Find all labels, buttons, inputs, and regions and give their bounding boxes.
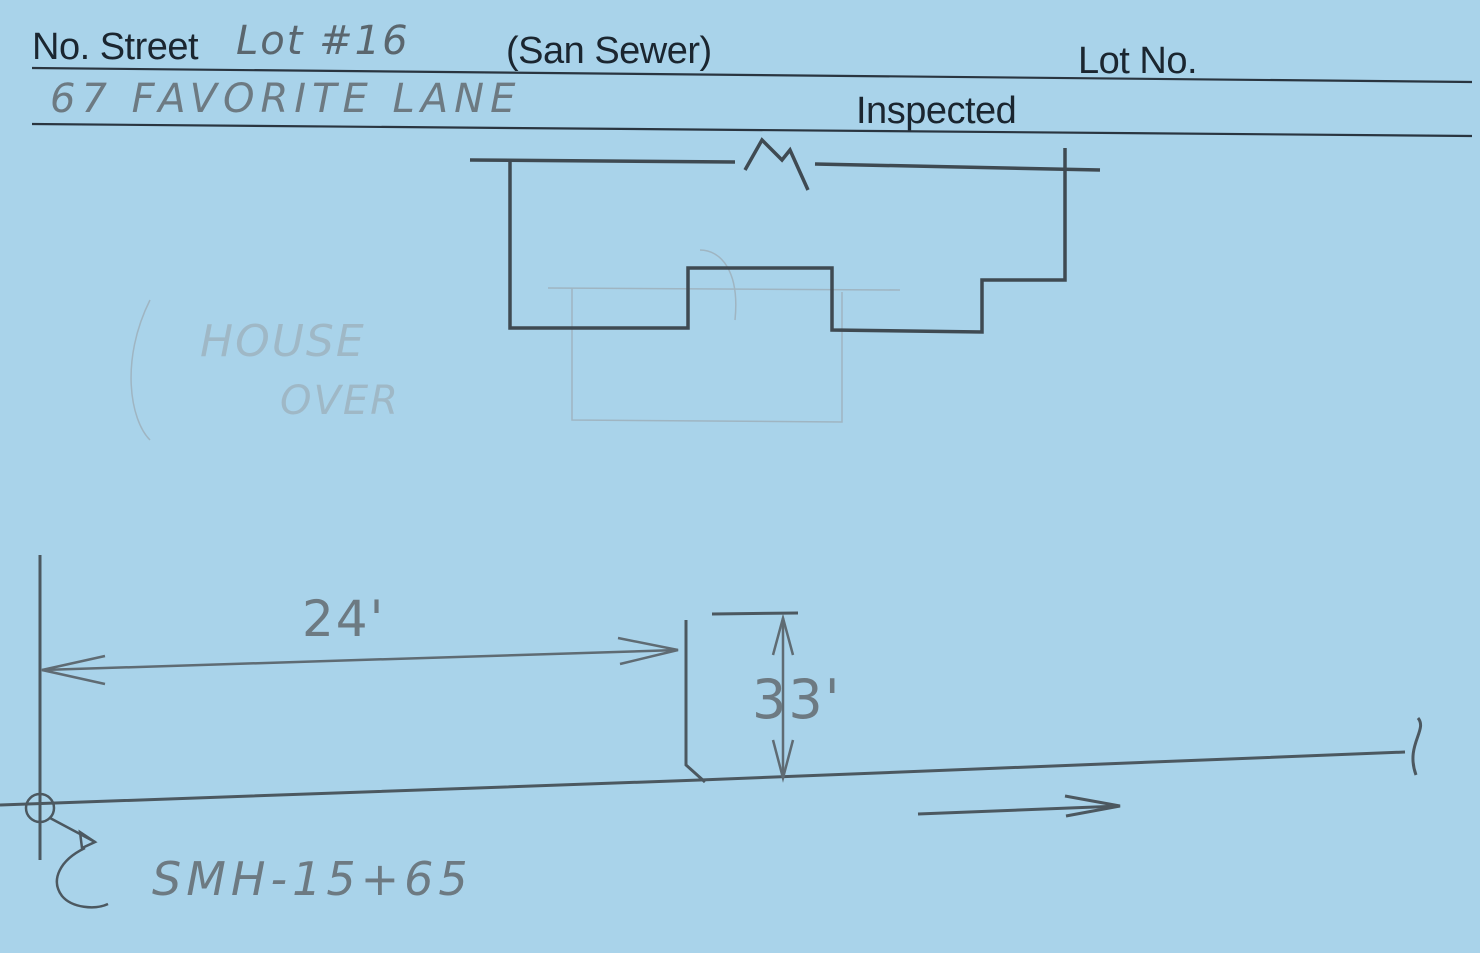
faint-note-line1: HOUSE [200,316,366,367]
sewer-main [0,555,1423,860]
erased-outline [130,249,901,441]
dimension-horizontal-label: 24' [302,590,386,648]
dimension-horizontal-line [41,636,679,686]
faint-note-line2: OVER [280,378,400,424]
manhole-label: SMH-15+65 [152,852,473,906]
service-lateral [684,611,799,784]
form-rules [31,66,1473,138]
flow-arrow [917,794,1121,818]
street-label: No. Street [32,26,199,68]
address-value: 67 FAVORITE LANE [50,76,522,122]
manhole-symbol [24,792,109,909]
house-footprint [469,137,1101,334]
street-value: Lot #16 [236,18,410,64]
dimension-vertical-label: 33' [752,668,842,731]
lot-label: Lot No. [1078,40,1198,82]
inspected-label: Inspected [856,90,1017,132]
service-label: (San Sewer) [506,30,712,72]
dimension-vertical-line [771,613,795,783]
